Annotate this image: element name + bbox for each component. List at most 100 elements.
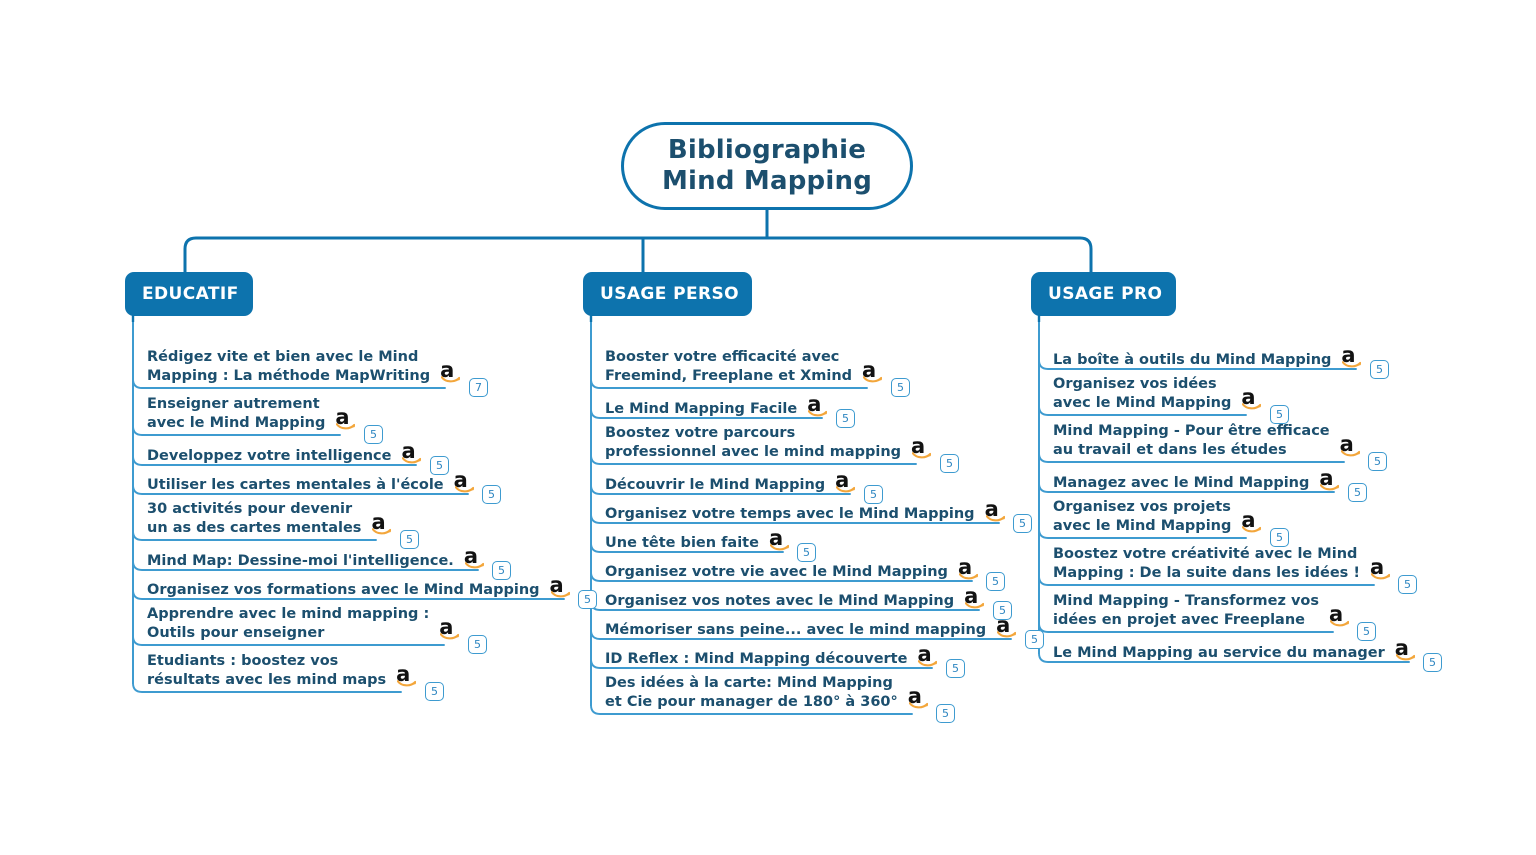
branch-header-educatif[interactable]: EDUCATIF: [125, 272, 253, 316]
leaf-item[interactable]: Enseigner autrement avec le Mind Mapping…: [147, 395, 357, 432]
amazon-a-icon[interactable]: a: [1241, 387, 1263, 412]
review-count-badge[interactable]: 5: [936, 704, 955, 723]
amazon-a-icon[interactable]: a: [917, 644, 939, 669]
leaf-item[interactable]: Rédigez vite et bien avec le Mind Mappin…: [147, 348, 462, 385]
amazon-a-icon[interactable]: a: [964, 586, 986, 611]
leaf-item[interactable]: 30 activités pour devenir un as des cart…: [147, 500, 393, 537]
amazon-a-icon[interactable]: a: [1329, 602, 1351, 629]
review-count-badge[interactable]: 5: [1270, 528, 1289, 547]
amazon-smile-icon: [808, 410, 828, 417]
amazon-a-icon[interactable]: a: [769, 528, 791, 553]
review-count-badge[interactable]: 5: [1270, 405, 1289, 424]
amazon-letter-a: a: [1329, 602, 1344, 627]
review-count-badge[interactable]: 5: [940, 454, 959, 473]
review-count-badge[interactable]: 5: [864, 485, 883, 504]
amazon-a-icon[interactable]: a: [958, 557, 980, 582]
amazon-a-icon[interactable]: a: [371, 512, 393, 537]
review-count-value: 5: [436, 459, 443, 472]
review-count-badge[interactable]: 5: [430, 456, 449, 475]
review-count-badge[interactable]: 5: [425, 682, 444, 701]
review-count-badge[interactable]: 5: [1013, 514, 1032, 533]
leaf-title: Boostez votre créativité avec le Mind Ma…: [1053, 546, 1360, 581]
leaf-item[interactable]: Boostez votre créativité avec le Mind Ma…: [1053, 545, 1392, 582]
leaf-item[interactable]: Organisez vos notes avec le Mind Mapping…: [605, 586, 986, 611]
leaf-item[interactable]: Mémoriser sans peine... avec le mind map…: [605, 615, 1018, 640]
amazon-a-icon[interactable]: a: [1370, 557, 1392, 582]
leaf-item[interactable]: Mind Mapping - Pour être efficace au tra…: [1053, 422, 1362, 459]
leaf-item[interactable]: Boostez votre parcours professionnel ave…: [605, 424, 933, 461]
review-count-badge[interactable]: 5: [836, 409, 855, 428]
review-count-badge[interactable]: 5: [891, 378, 910, 397]
leaf-item[interactable]: Organisez vos idées avec le Mind Mapping…: [1053, 375, 1263, 412]
amazon-letter-a: a: [1319, 466, 1334, 490]
amazon-a-icon[interactable]: a: [835, 470, 857, 495]
amazon-a-icon[interactable]: a: [1341, 345, 1363, 370]
review-count-badge[interactable]: 7: [469, 378, 488, 397]
leaf-item[interactable]: Organisez votre vie avec le Mind Mapping…: [605, 557, 980, 582]
review-count-badge[interactable]: 5: [1370, 360, 1389, 379]
amazon-a-icon[interactable]: a: [1319, 466, 1341, 493]
leaf-title: Mind Map: Dessine-moi l'intelligence.: [147, 553, 454, 570]
amazon-a-icon[interactable]: a: [396, 664, 418, 689]
amazon-a-icon[interactable]: a: [911, 436, 933, 461]
leaf-item[interactable]: Mind Map: Dessine-moi l'intelligence. a: [147, 546, 486, 571]
amazon-a-icon[interactable]: a: [439, 617, 461, 642]
leaf-item[interactable]: Apprendre avec le mind mapping : Outils …: [147, 605, 461, 642]
amazon-a-icon[interactable]: a: [862, 360, 884, 385]
amazon-a-icon[interactable]: a: [1340, 434, 1362, 459]
review-count-badge[interactable]: 5: [1348, 483, 1367, 502]
amazon-a-icon[interactable]: a: [454, 470, 476, 495]
leaf-item[interactable]: Des idées à la carte: Mind Mapping et Ci…: [605, 674, 930, 711]
amazon-letter-a: a: [549, 573, 564, 597]
amazon-a-icon[interactable]: a: [464, 546, 486, 571]
leaf-item[interactable]: Organisez votre temps avec le Mind Mappi…: [605, 499, 1007, 524]
leaf-item[interactable]: Organisez vos formations avec le Mind Ma…: [147, 573, 572, 600]
review-count-badge[interactable]: 5: [468, 635, 487, 654]
review-count-badge[interactable]: 5: [482, 485, 501, 504]
leaf-item[interactable]: Etudiants : boostez vos résultats avec l…: [147, 652, 418, 689]
leaf-item[interactable]: Booster votre efficacité avec Freemind, …: [605, 348, 884, 385]
leaf-item[interactable]: Organisez vos projets avec le Mind Mappi…: [1053, 498, 1263, 535]
review-count-badge[interactable]: 5: [1368, 452, 1387, 471]
review-count-badge[interactable]: 5: [578, 590, 597, 609]
amazon-a-icon[interactable]: a: [549, 573, 572, 600]
review-count-value: 5: [992, 575, 999, 588]
amazon-a-icon[interactable]: a: [996, 615, 1018, 640]
amazon-a-icon[interactable]: a: [1395, 638, 1417, 663]
amazon-a-icon[interactable]: a: [335, 407, 357, 432]
review-count-badge[interactable]: 5: [1423, 653, 1442, 672]
root-node[interactable]: Bibliographie Mind Mapping: [621, 122, 913, 210]
review-count-badge[interactable]: 5: [1025, 630, 1044, 649]
review-count-badge[interactable]: 5: [993, 601, 1012, 620]
branch-header-usage-perso[interactable]: USAGE PERSO: [583, 272, 752, 316]
amazon-a-icon[interactable]: a: [1241, 510, 1263, 535]
amazon-a-icon[interactable]: a: [985, 499, 1007, 524]
review-count-badge[interactable]: 5: [1398, 575, 1417, 594]
review-count-badge[interactable]: 5: [492, 561, 511, 580]
review-count-badge[interactable]: 5: [364, 425, 383, 444]
amazon-a-icon[interactable]: a: [440, 360, 462, 385]
amazon-smile-icon: [336, 423, 356, 430]
amazon-a-icon[interactable]: a: [807, 394, 829, 419]
review-count-badge[interactable]: 5: [986, 572, 1005, 591]
amazon-a-icon[interactable]: a: [401, 441, 423, 466]
review-count-badge[interactable]: 5: [946, 659, 965, 678]
leaf-item[interactable]: Mind Mapping - Transformez vos idées en …: [1053, 592, 1351, 629]
leaf-row: Enseigner autrement avec le Mind Mapping…: [147, 395, 357, 432]
review-count-badge[interactable]: 5: [400, 530, 419, 549]
branch-header-usage-pro[interactable]: USAGE PRO: [1031, 272, 1176, 316]
review-count-badge[interactable]: 5: [1357, 622, 1376, 641]
review-count-badge[interactable]: 5: [797, 543, 816, 562]
amazon-a-icon[interactable]: a: [908, 686, 930, 711]
